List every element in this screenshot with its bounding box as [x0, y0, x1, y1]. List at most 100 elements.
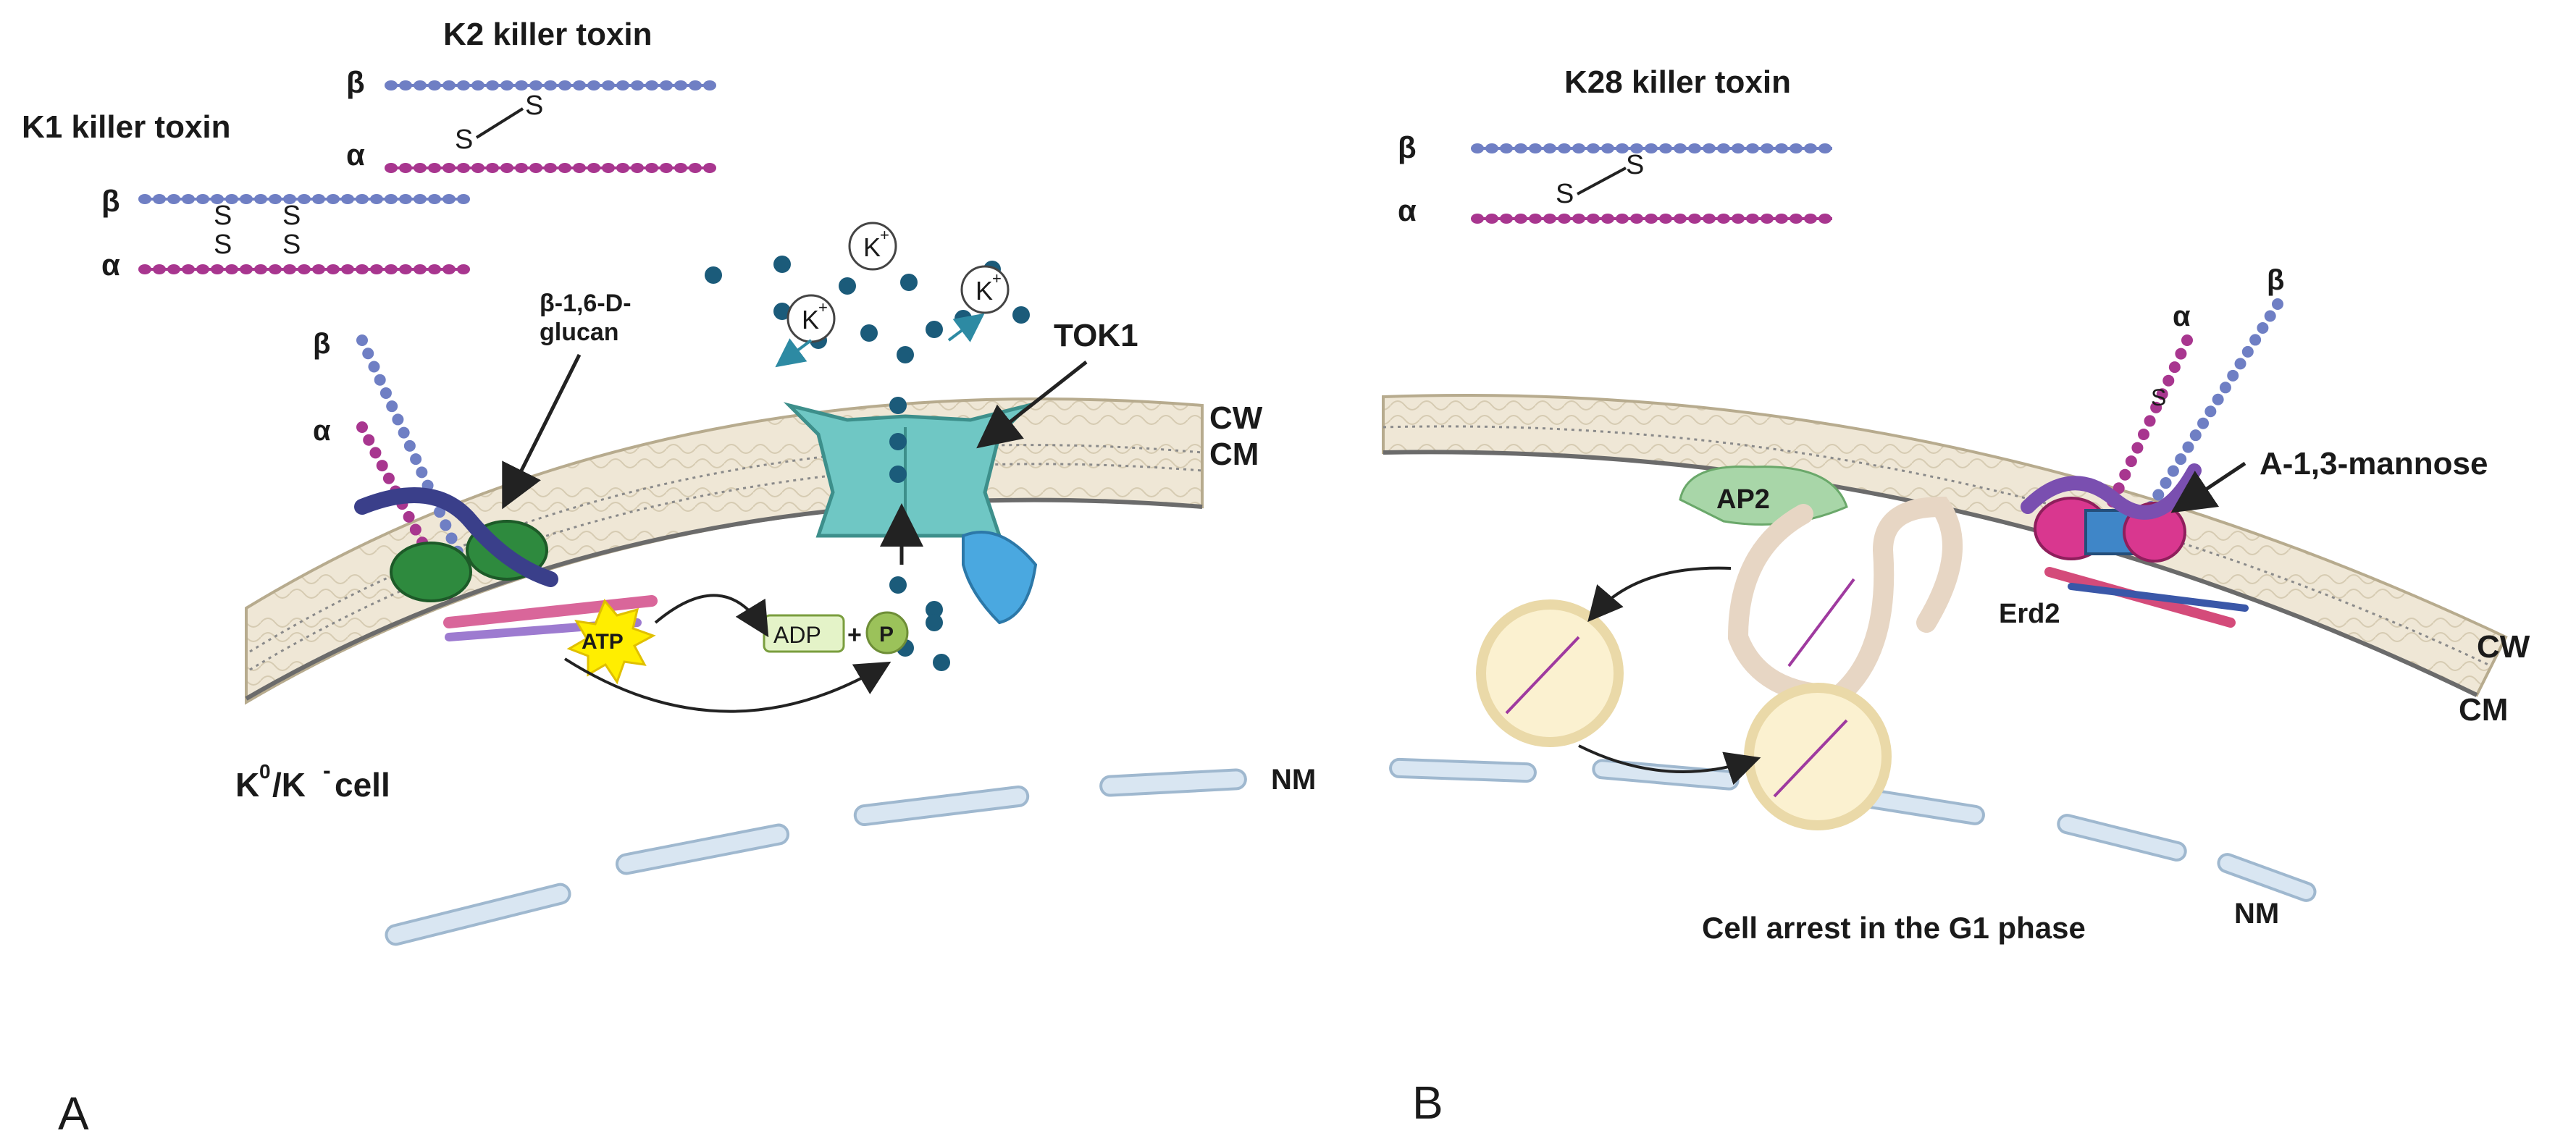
- k2-beta-label: β: [346, 65, 365, 99]
- chain-bead: [1688, 143, 1701, 153]
- cell-k: K: [235, 766, 259, 804]
- bound-alpha-label: α: [313, 415, 331, 447]
- chain-bead: [298, 264, 311, 274]
- chain-bead: [211, 194, 224, 204]
- chain-bead: [1761, 214, 1774, 224]
- chain-bead: [414, 80, 427, 90]
- chain-bead: [1587, 214, 1600, 224]
- glucan-label-2: glucan: [540, 319, 619, 346]
- chain-bead: [1471, 143, 1484, 153]
- chain-bead: [153, 264, 166, 274]
- k28-beta-chain: [1471, 143, 1832, 153]
- chain-bead: [356, 334, 368, 346]
- chain-bead: [1645, 214, 1658, 224]
- chain-bead: [240, 264, 253, 274]
- chain-bead: [196, 264, 209, 274]
- tok1-arrow: [976, 361, 1088, 449]
- chain-bead: [1485, 143, 1498, 153]
- k-ion-bubble-3: K +: [960, 265, 1010, 314]
- cw-label-a: CW: [1209, 400, 1263, 436]
- chain-bead: [298, 194, 311, 204]
- k2-title: K2 killer toxin: [443, 17, 653, 52]
- chain-bead: [457, 163, 470, 173]
- cell-membrane-a: [245, 397, 1204, 705]
- cw-label-b: CW: [2477, 629, 2530, 665]
- chain-bead: [410, 453, 422, 466]
- chain-bead: [1630, 214, 1643, 224]
- chain-bead: [2197, 417, 2210, 429]
- chain-bead: [1514, 143, 1527, 153]
- k28-disulfide-bond: [1577, 167, 1627, 195]
- chain-bead: [457, 264, 470, 274]
- chain-bead: [399, 264, 412, 274]
- chain-bead: [2150, 401, 2162, 413]
- chain-bead: [631, 163, 644, 173]
- k-ion-bubble-2: K +: [786, 294, 836, 343]
- chain-bead: [399, 194, 412, 204]
- k2-disulfide-bond: [475, 107, 524, 139]
- chain-bead: [327, 194, 340, 204]
- vesicle-2: [1744, 683, 1892, 830]
- chain-bead: [182, 194, 195, 204]
- erd2-label: Erd2: [1999, 599, 2060, 629]
- chain-bead: [312, 194, 325, 204]
- chain-bead: [573, 80, 586, 90]
- panel-a: K1 killer toxin β α S S S S K2 killer to…: [22, 17, 1316, 1140]
- chain-bead: [211, 264, 224, 274]
- chain-bead: [403, 510, 415, 523]
- chain-bead: [225, 264, 238, 274]
- chain-bead: [2125, 455, 2137, 468]
- chain-bead: [2181, 334, 2193, 346]
- chain-bead: [1500, 143, 1513, 153]
- chain-bead: [376, 460, 388, 472]
- k2-alpha-label: α: [346, 138, 365, 172]
- chain-bead: [1645, 143, 1658, 153]
- chain-bead: [674, 80, 687, 90]
- chain-bead: [428, 163, 441, 173]
- chain-bead: [631, 80, 644, 90]
- chain-bead: [602, 80, 615, 90]
- chain-bead: [1732, 214, 1745, 224]
- chain-bead: [409, 523, 421, 536]
- atp-to-p-arrow: [563, 657, 891, 713]
- chain-bead: [138, 194, 151, 204]
- mannose-label: A-1,3-mannose: [2260, 446, 2488, 481]
- chain-bead: [341, 194, 354, 204]
- chain-bead: [457, 80, 470, 90]
- chain-bead: [370, 264, 383, 274]
- k1-bound-complex: β α: [313, 328, 658, 641]
- chain-bead: [283, 194, 296, 204]
- k-ion-2-text: K: [802, 305, 819, 334]
- chain-bead: [471, 163, 484, 173]
- chain-bead: [1572, 214, 1585, 224]
- cell-end: cell: [335, 766, 390, 804]
- k2-toxin: K2 killer toxin β α S S: [346, 17, 716, 173]
- chain-bead: [1601, 214, 1614, 224]
- chain-bead: [2182, 441, 2194, 453]
- chain-bead: [2219, 382, 2231, 394]
- chain-bead: [558, 163, 571, 173]
- chain-bead: [1818, 214, 1832, 224]
- chain-bead: [2138, 429, 2149, 440]
- burst-icon: [566, 599, 656, 685]
- chain-bead: [1790, 214, 1803, 224]
- chain-bead: [428, 80, 441, 90]
- k-ion-bubble-1: K +: [848, 222, 897, 271]
- chain-bead: [2204, 405, 2217, 418]
- chain-bead: [138, 264, 151, 274]
- chain-bead: [1761, 143, 1774, 153]
- chain-bead: [167, 264, 180, 274]
- chain-bead: [2119, 468, 2131, 481]
- chain-bead: [2175, 348, 2187, 360]
- chain-bead: [1543, 143, 1556, 153]
- chain-bead: [1804, 214, 1817, 224]
- endocytosis-arrow: [1587, 566, 1732, 623]
- chain-bead: [2162, 374, 2175, 387]
- chain-bead: [1616, 143, 1629, 153]
- k28-bound-beta-label: β: [2267, 264, 2284, 296]
- chain-bead: [703, 80, 716, 90]
- chain-bead: [403, 439, 416, 452]
- chain-bead: [182, 264, 195, 274]
- arrest-label: Cell arrest in the G1 phase: [1702, 911, 2086, 945]
- chain-bead: [573, 163, 586, 173]
